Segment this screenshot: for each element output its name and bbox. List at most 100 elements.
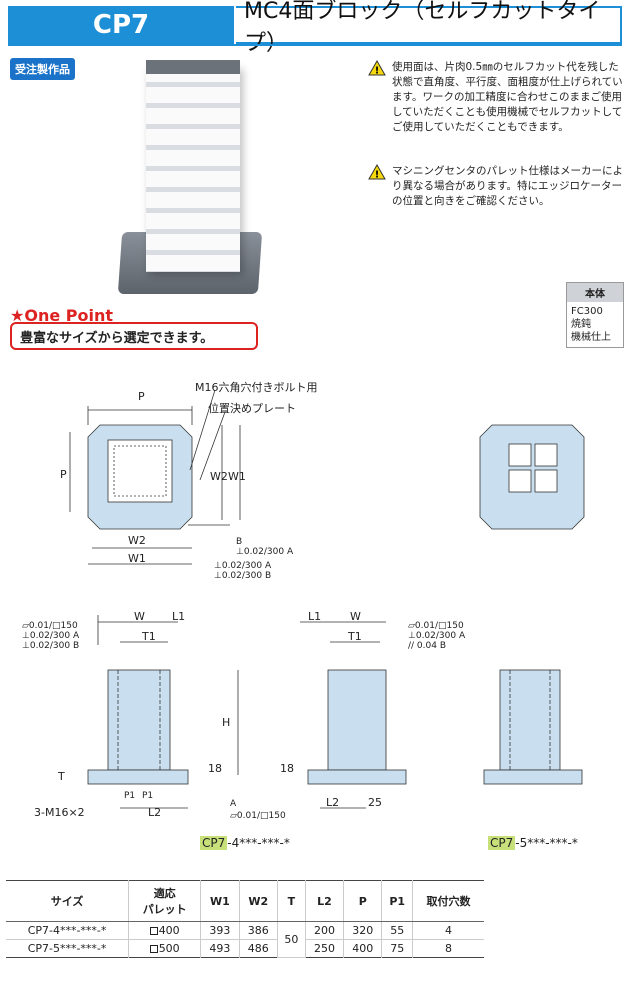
table-row: CP7-4***-***-* 400 393 386 50 200 320 55… [6,921,484,958]
side-view-5 [483,669,583,785]
note-2: ! マシニングセンタのパレット仕様はメーカーにより異なる場合があります。特にエッ… [368,163,624,209]
cell-pallet: 500 [128,939,202,958]
label-w: W [134,610,145,623]
warning-icon: ! [368,59,386,77]
caption-suffix: -4***-***-* [227,836,290,850]
material-line: 焼鈍 [571,319,591,330]
cell-p: 320 [343,921,383,940]
one-point-box: 豊富なサイズから選定できます。 [10,322,258,350]
label-w1-vert: W1 [228,470,246,483]
cell-size: CP7-5***-***-* [6,939,130,958]
cell-w2: 486 [239,939,278,958]
label-w1: W1 [128,552,146,565]
side-view-4 [87,615,239,809]
col-p1: P1 [381,880,413,922]
cell-w1: 393 [200,921,240,940]
col-l2: L2 [305,880,345,922]
one-point-heading: ★One Point [10,306,113,325]
product-photo-top [146,60,240,74]
label-bolt: M16六角穴付きボルト用 [195,380,318,394]
label-l1-b: L1 [308,610,321,623]
label-p1-b: P1 [142,791,153,801]
label-l2-b: L2 [326,796,339,809]
label-plate: 位置決めプレート [208,401,296,415]
label-l2: L2 [148,806,161,819]
label-t1-b: T1 [347,630,362,643]
caption-suffix: -5***-***-* [515,836,578,850]
tol-perp-b: ⊥0.02/300 B [214,571,271,581]
col-p: P [343,880,383,922]
tol-perp-b-2: ⊥0.02/300 B [22,641,79,651]
cell-holes: 8 [444,942,452,955]
caption-size-5: CP7-5***-***-* [488,836,578,850]
cell-p1: 55 [381,921,413,940]
warning-icon: ! [368,163,386,181]
tol-flat: ▱0.01/□150 [22,621,78,631]
label-holes: 3-M16×2 [34,806,85,819]
label-h: H [222,716,230,729]
label-18-b: 18 [280,762,294,775]
tol-perp-a: ⊥0.02/300 A [236,547,294,557]
label-w2-vert: W2 [210,470,228,483]
material-header: 本体 [567,283,623,302]
tol-perp-a-2: ⊥0.02/300 A [214,561,272,571]
top-view-5 [479,424,585,530]
col-pallet: 適応 パレット [128,880,202,922]
label-datum-a: A [230,799,237,809]
tol-par: // 0.04 B [408,641,446,651]
product-title: MC4面ブロック（セルフカットタイプ） [236,0,622,56]
cell-p: 400 [343,939,383,958]
made-to-order-badge: 受注製作品 [10,58,75,80]
col-w2: W2 [239,880,278,922]
col-holes: 取付穴数 [412,880,484,922]
col-w1: W1 [200,880,240,922]
cell-p1: 75 [381,939,413,958]
note-2-text: マシニングセンタのパレット仕様はメーカーにより異なる場合があります。特にエッジロ… [392,165,623,207]
cell-pallet-value: 500 [158,942,180,955]
caption-code: CP7 [200,836,228,850]
label-t: T [57,770,65,783]
product-photo-block [146,66,240,272]
label-w2: W2 [128,534,146,547]
svg-text:!: ! [375,170,380,181]
product-code: CP7 [8,6,234,44]
cell-size: CP7-4***-***-* [6,921,130,940]
technical-drawings: P P M16六角穴付きボルト用 位置決めプレート W2 W1 W2 W1 B … [22,380,585,821]
label-w-b: W [350,610,361,623]
material-line: 機械仕上 [571,332,611,343]
label-p-vert: P [60,468,67,481]
note-1: ! 使用面は、片肉0.5㎜のセルフカット代を残した状態で直角度、平行度、面粗度が… [368,59,624,135]
caption-size-4: CP7-4***-***-* [200,836,290,850]
caption-code: CP7 [488,836,516,850]
material-line: FC300 [571,306,603,317]
cell-l2: 250 [305,939,345,958]
cell-t: 50 [277,921,306,958]
cell-w1: 493 [200,939,240,958]
label-datum-b: B [236,537,242,547]
one-point-text: 豊富なサイズから選定できます。 [20,330,214,346]
cell-l2: 200 [305,921,345,940]
cell-w2: 386 [239,921,278,940]
tol-flat-3: ▱0.01/□150 [408,621,464,631]
label-25: 25 [368,796,382,809]
material-box: 本体 FC300 焼鈍 機械仕上 [566,282,624,348]
cell-pallet: 400 [128,921,202,940]
label-l1: L1 [172,610,185,623]
label-p1-a: P1 [124,791,135,801]
col-t: T [277,880,306,922]
header-rule [8,44,622,46]
table-row: CP7-5***-***-* 500 493 486 250 400 75 8 [6,939,484,958]
tol-perp-a-3: ⊥0.02/300 A [22,631,80,641]
tol-perp-a-4: ⊥0.02/300 A [408,631,466,641]
note-1-text: 使用面は、片肉0.5㎜のセルフカット代を残した状態で直角度、平行度、面粗度が仕上… [392,61,623,133]
cell-holes: 4 [412,921,484,940]
spec-table: サイズ 適応 パレット W1 W2 T L2 P P1 取付穴数 CP7-4**… [6,880,484,958]
cell-pallet-value: 400 [158,924,180,937]
label-t1: T1 [141,630,156,643]
tol-flat-2: ▱0.01/□150 [230,811,286,821]
svg-text:!: ! [375,66,380,77]
top-view-4 [69,389,241,565]
side-view-4b [300,621,407,809]
label-p: P [138,390,145,403]
label-18: 18 [208,762,222,775]
